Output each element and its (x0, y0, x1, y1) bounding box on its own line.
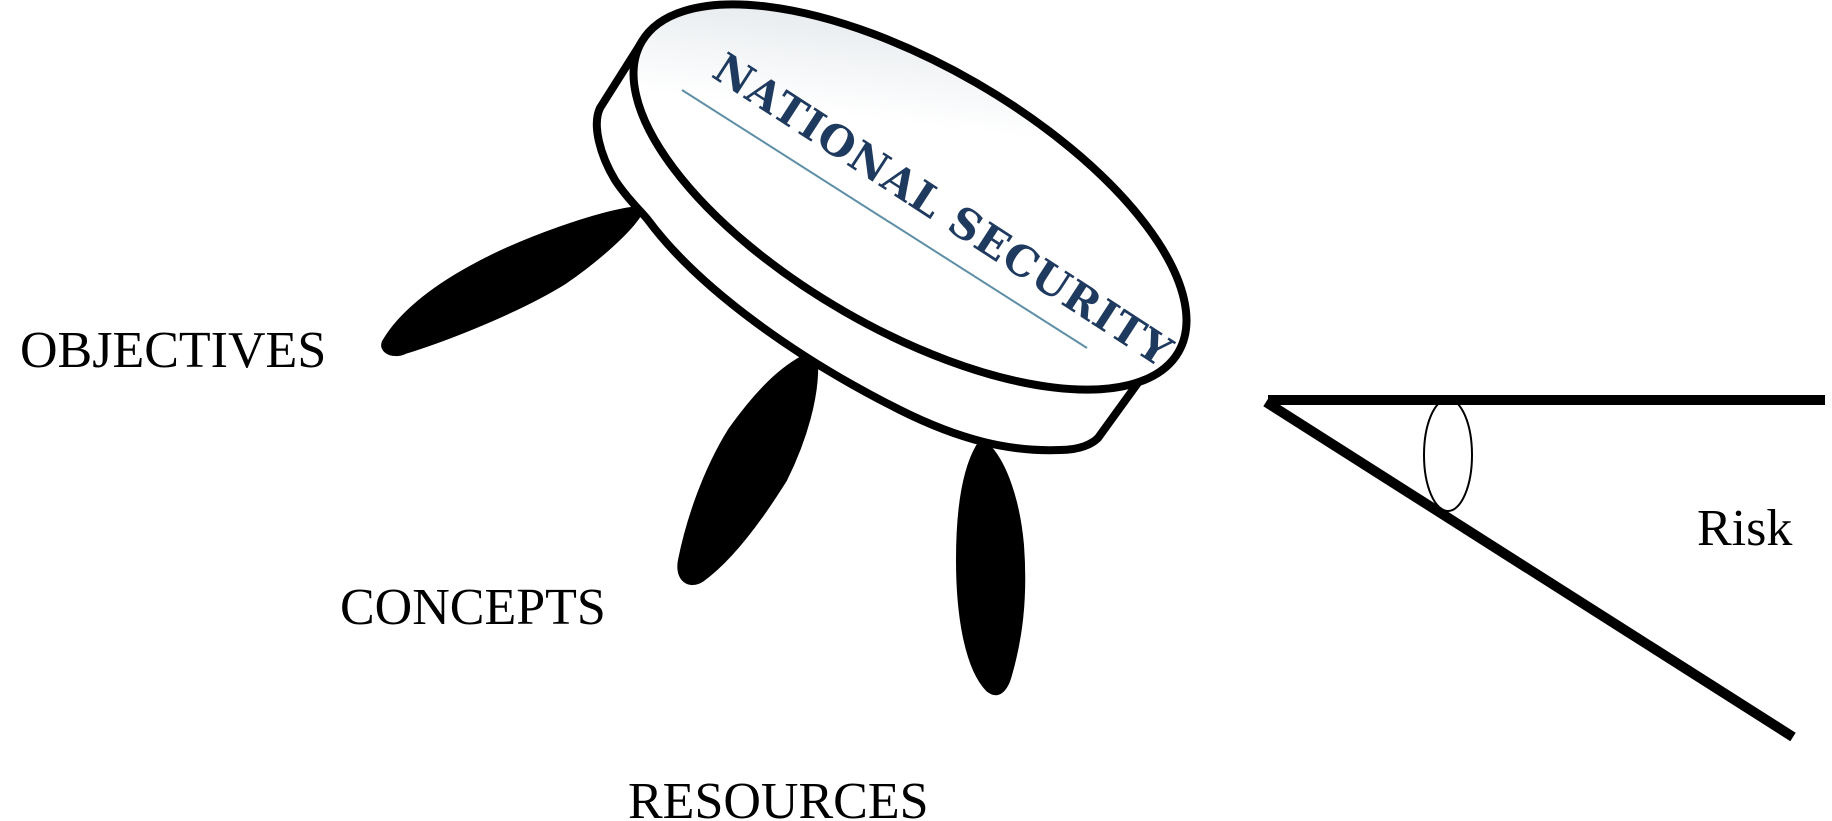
risk-label: Risk (1697, 500, 1792, 557)
resources-label: RESOURCES (628, 773, 929, 821)
risk-angle-arc (1423, 398, 1473, 512)
concepts-leg (677, 353, 819, 586)
objectives-leg (381, 206, 642, 357)
objectives-label: OBJECTIVES (20, 322, 326, 379)
stool-seat-top (629, 0, 1191, 394)
title-underline (681, 89, 1088, 349)
risk-slanted-line (1263, 397, 1796, 742)
resources-leg (956, 444, 1026, 696)
concepts-label: CONCEPTS (340, 579, 606, 636)
